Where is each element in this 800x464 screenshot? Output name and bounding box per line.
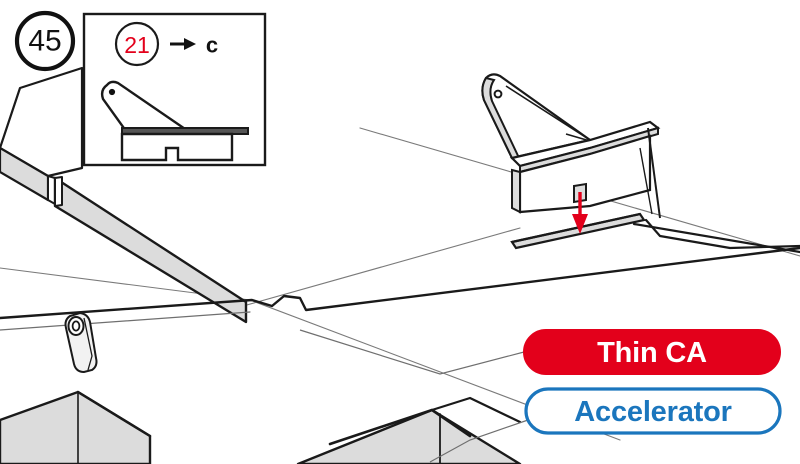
- airframe-structure: [0, 66, 800, 464]
- main-diagonal-rib: [53, 176, 248, 324]
- callout-leader-lines: [299, 329, 529, 463]
- inset-part-side-view: [100, 80, 249, 162]
- leader-line-thin-ca: [299, 329, 525, 375]
- main-diagonal-rib-cap: [54, 176, 63, 207]
- callout-badge-thin-ca[interactable]: Thin CA: [523, 329, 781, 375]
- bracket-web-line-a: [505, 85, 591, 141]
- inset-part-base-wall: [120, 132, 234, 162]
- inset-detail-panel[interactable]: 21 c: [82, 12, 267, 167]
- callout-badge-accelerator[interactable]: Accelerator: [524, 387, 782, 435]
- inset-part-number-label: 21: [124, 32, 150, 58]
- step-number-marker[interactable]: 45: [14, 10, 76, 72]
- red-action-arrow: [572, 192, 588, 234]
- right-lower-skin-edge: [644, 218, 800, 250]
- bracket-left-endcap: [511, 168, 521, 214]
- bracket-pivot-hole: [493, 89, 503, 99]
- bottom-center-panel: [296, 408, 522, 464]
- inset-arrow-icon: [170, 38, 196, 50]
- inset-destination-label: c: [206, 33, 218, 58]
- small-control-horn-part: [64, 311, 98, 374]
- inset-part-pivot-hole: [108, 88, 116, 96]
- control-horn-shadow-edge: [83, 317, 93, 371]
- leader-line-accelerator: [429, 419, 529, 463]
- spar-strip-edge: [511, 212, 641, 244]
- step-number-circle: [14, 10, 76, 72]
- inset-arrow-head: [184, 38, 196, 50]
- inset-part-number-circle: [114, 21, 160, 67]
- inset-part-flange: [121, 127, 249, 135]
- thin-ca-badge-pill: [523, 329, 781, 375]
- thin-ca-badge-label: Thin CA: [597, 337, 707, 369]
- lower-left-floor-edge: [76, 390, 152, 438]
- thin-spar-strip: [510, 212, 646, 250]
- bracket-right-leg: [647, 127, 661, 219]
- guide-line-diagonal: [235, 227, 521, 309]
- bottom-panel-fold-line: [430, 396, 522, 424]
- accelerator-badge-pill: [524, 387, 782, 435]
- center-longeron-bottom: [0, 311, 251, 331]
- bracket-blade-top-ridge: [489, 79, 495, 102]
- accelerator-badge-label: Accelerator: [574, 396, 731, 428]
- center-longeron-top: [0, 246, 800, 320]
- action-arrow-head: [572, 214, 588, 234]
- control-horn-eyelet-hole: [71, 320, 81, 332]
- bracket-right-leg-inner: [639, 147, 653, 215]
- step-number-label: 45: [28, 25, 61, 58]
- hinge-bracket-assembly: [481, 73, 661, 219]
- lower-left-floor-panel: [0, 390, 152, 464]
